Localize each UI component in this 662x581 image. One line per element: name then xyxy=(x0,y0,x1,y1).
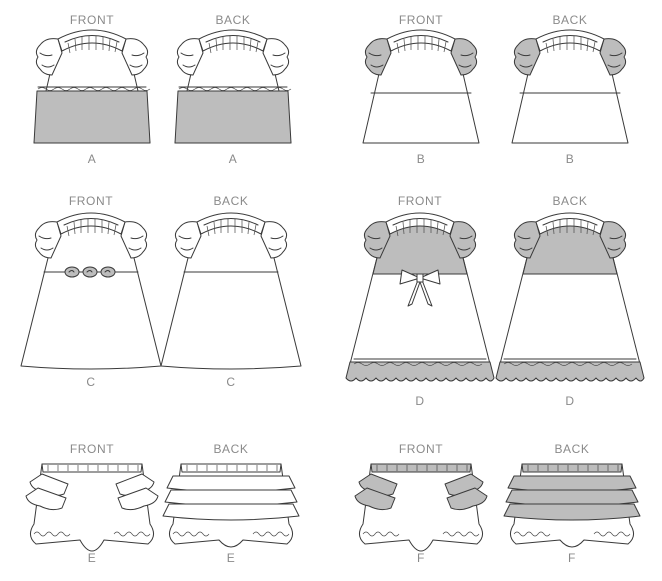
view-letter: B xyxy=(566,152,575,166)
ruffle-tier xyxy=(503,503,641,521)
view-label: FRONT xyxy=(70,442,114,456)
garment-f-back: BACK F xyxy=(503,442,641,565)
view-letter: C xyxy=(86,375,95,389)
view-letter: D xyxy=(415,394,424,408)
garment-b-front: FRONT B xyxy=(362,13,480,166)
ruffle-hem xyxy=(345,361,495,382)
garment-f-front: FRONT F xyxy=(354,442,488,565)
view-letter: A xyxy=(229,152,238,166)
view-letter: E xyxy=(88,551,97,565)
ruffle-tier xyxy=(446,487,488,511)
ruffle-hem xyxy=(495,361,645,382)
view-letter: F xyxy=(417,551,425,565)
view-label: FRONT xyxy=(398,194,442,208)
view-letter: E xyxy=(227,551,236,565)
garment-c-front: FRONT C xyxy=(20,194,162,389)
view-label: BACK xyxy=(213,442,248,456)
garment-e-front: FRONT E xyxy=(25,442,159,565)
rosette-trim xyxy=(64,266,116,278)
view-letter: F xyxy=(568,551,576,565)
view-letter: B xyxy=(417,152,426,166)
view-label: FRONT xyxy=(399,442,443,456)
ruffle-tier xyxy=(25,487,67,511)
garment-c-back: BACK C xyxy=(160,194,302,389)
view-label: FRONT xyxy=(69,194,113,208)
view-letter: D xyxy=(565,394,574,408)
garment-d-front: FRONT D xyxy=(345,194,495,408)
bow xyxy=(399,269,441,307)
view-label: BACK xyxy=(552,194,587,208)
view-label: BACK xyxy=(213,194,248,208)
view-letter: A xyxy=(88,152,97,166)
ruffle-tier xyxy=(117,487,159,511)
garment-a-front: FRONT A xyxy=(33,13,151,166)
view-label: FRONT xyxy=(399,13,443,27)
garment-d-back: BACK D xyxy=(495,194,645,408)
garment-a-back: BACK A xyxy=(174,13,292,166)
view-letter: C xyxy=(226,375,235,389)
ruffle-tier xyxy=(354,487,396,511)
view-label: BACK xyxy=(215,13,250,27)
garment-b-back: BACK B xyxy=(511,13,629,166)
ruffle-tier xyxy=(162,503,300,521)
view-label: BACK xyxy=(554,442,589,456)
view-label: BACK xyxy=(552,13,587,27)
garment-e-back: BACK E xyxy=(162,442,300,565)
view-label: FRONT xyxy=(70,13,114,27)
